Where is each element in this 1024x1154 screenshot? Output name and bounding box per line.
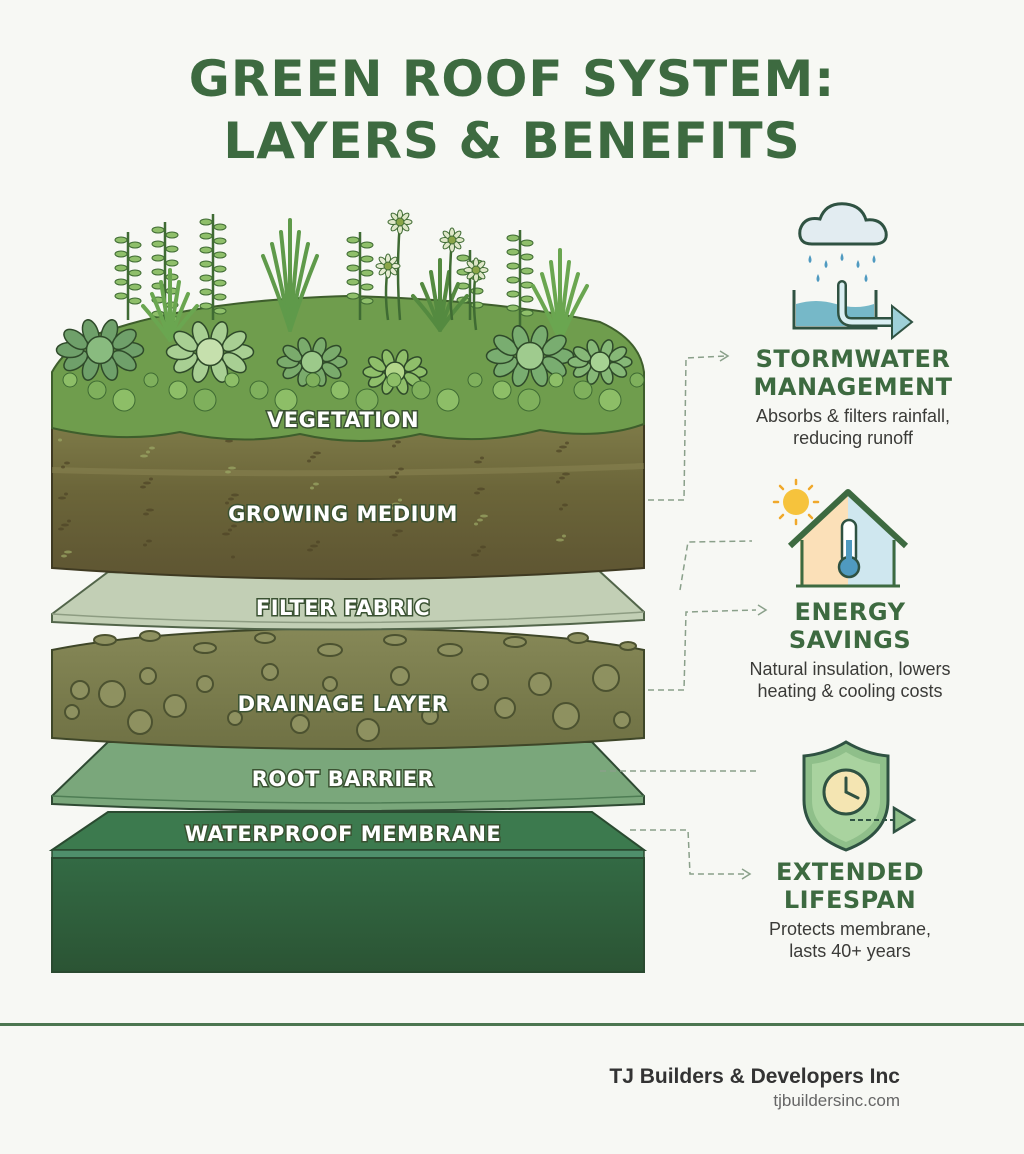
title-line-2: LAYERS & BENEFITS	[223, 112, 801, 170]
benefit-energy-desc-1: Natural insulation, lowers	[749, 659, 951, 679]
benefit-energy-title-1: ENERGY	[794, 598, 906, 626]
benefit-lifespan-title-1: EXTENDED	[776, 858, 924, 886]
benefit-lifespan-desc-2: lasts 40+ years	[789, 941, 911, 961]
benefit-stormwater-desc-1: Absorbs & filters rainfall,	[755, 406, 951, 426]
layer-label-drainage-layer: DRAINAGE LAYER	[238, 692, 449, 716]
layer-growing-medium	[51, 419, 645, 580]
benefit-stormwater-title-1: STORMWATER	[755, 345, 951, 373]
connector-arrowheads	[719, 350, 768, 880]
layer-label-waterproof-membrane: WATERPROOF MEMBRANE	[185, 822, 502, 846]
layer-drainage	[51, 626, 645, 750]
benefit-stormwater-title-2: MANAGEMENT	[753, 373, 953, 401]
benefit-stormwater-desc-2: reducing runoff	[793, 428, 913, 448]
connector-energy-secondary	[679, 540, 753, 591]
layer-label-vegetation: VEGETATION	[267, 408, 419, 432]
company-name: TJ Builders & Developers Inc	[609, 1065, 900, 1088]
footer-divider	[0, 1023, 1024, 1026]
layer-waterproof-membrane	[48, 811, 648, 973]
benefit-lifespan-desc-1: Protects membrane,	[768, 919, 932, 939]
rain-cloud-icon	[792, 202, 914, 341]
benefit-lifespan-title-2: LIFESPAN	[783, 886, 917, 914]
layer-label-growing-medium: GROWING MEDIUM	[228, 502, 458, 526]
drainage-pebbles	[64, 630, 637, 742]
connector-energy	[648, 609, 757, 691]
page-title: GREEN ROOF SYSTEM: LAYERS & BENEFITS	[0, 48, 1024, 172]
house-thermometer-icon	[772, 478, 909, 588]
layer-root-barrier	[51, 741, 645, 812]
benefit-energy: ENERGY SAVINGS Natural insulation, lower…	[705, 598, 995, 702]
benefit-energy-desc-2: heating & cooling costs	[757, 681, 943, 701]
layer-vegetation	[51, 209, 645, 442]
layer-label-root-barrier: ROOT BARRIER	[252, 767, 434, 791]
connectors	[600, 355, 757, 875]
company-website[interactable]: tjbuildersinc.com	[773, 1091, 900, 1110]
soil-specks	[58, 438, 570, 559]
benefit-energy-title-2: SAVINGS	[788, 626, 912, 654]
layer-label-filter-fabric: FILTER FABRIC	[256, 596, 430, 620]
benefit-lifespan: EXTENDED LIFESPAN Protects membrane, las…	[705, 858, 995, 962]
plants	[55, 209, 645, 412]
connector-lifespan	[630, 829, 748, 875]
shield-clock-icon	[802, 740, 917, 852]
title-line-1: GREEN ROOF SYSTEM:	[188, 50, 836, 108]
benefit-stormwater: STORMWATER MANAGEMENT Absorbs & filters …	[708, 345, 998, 449]
